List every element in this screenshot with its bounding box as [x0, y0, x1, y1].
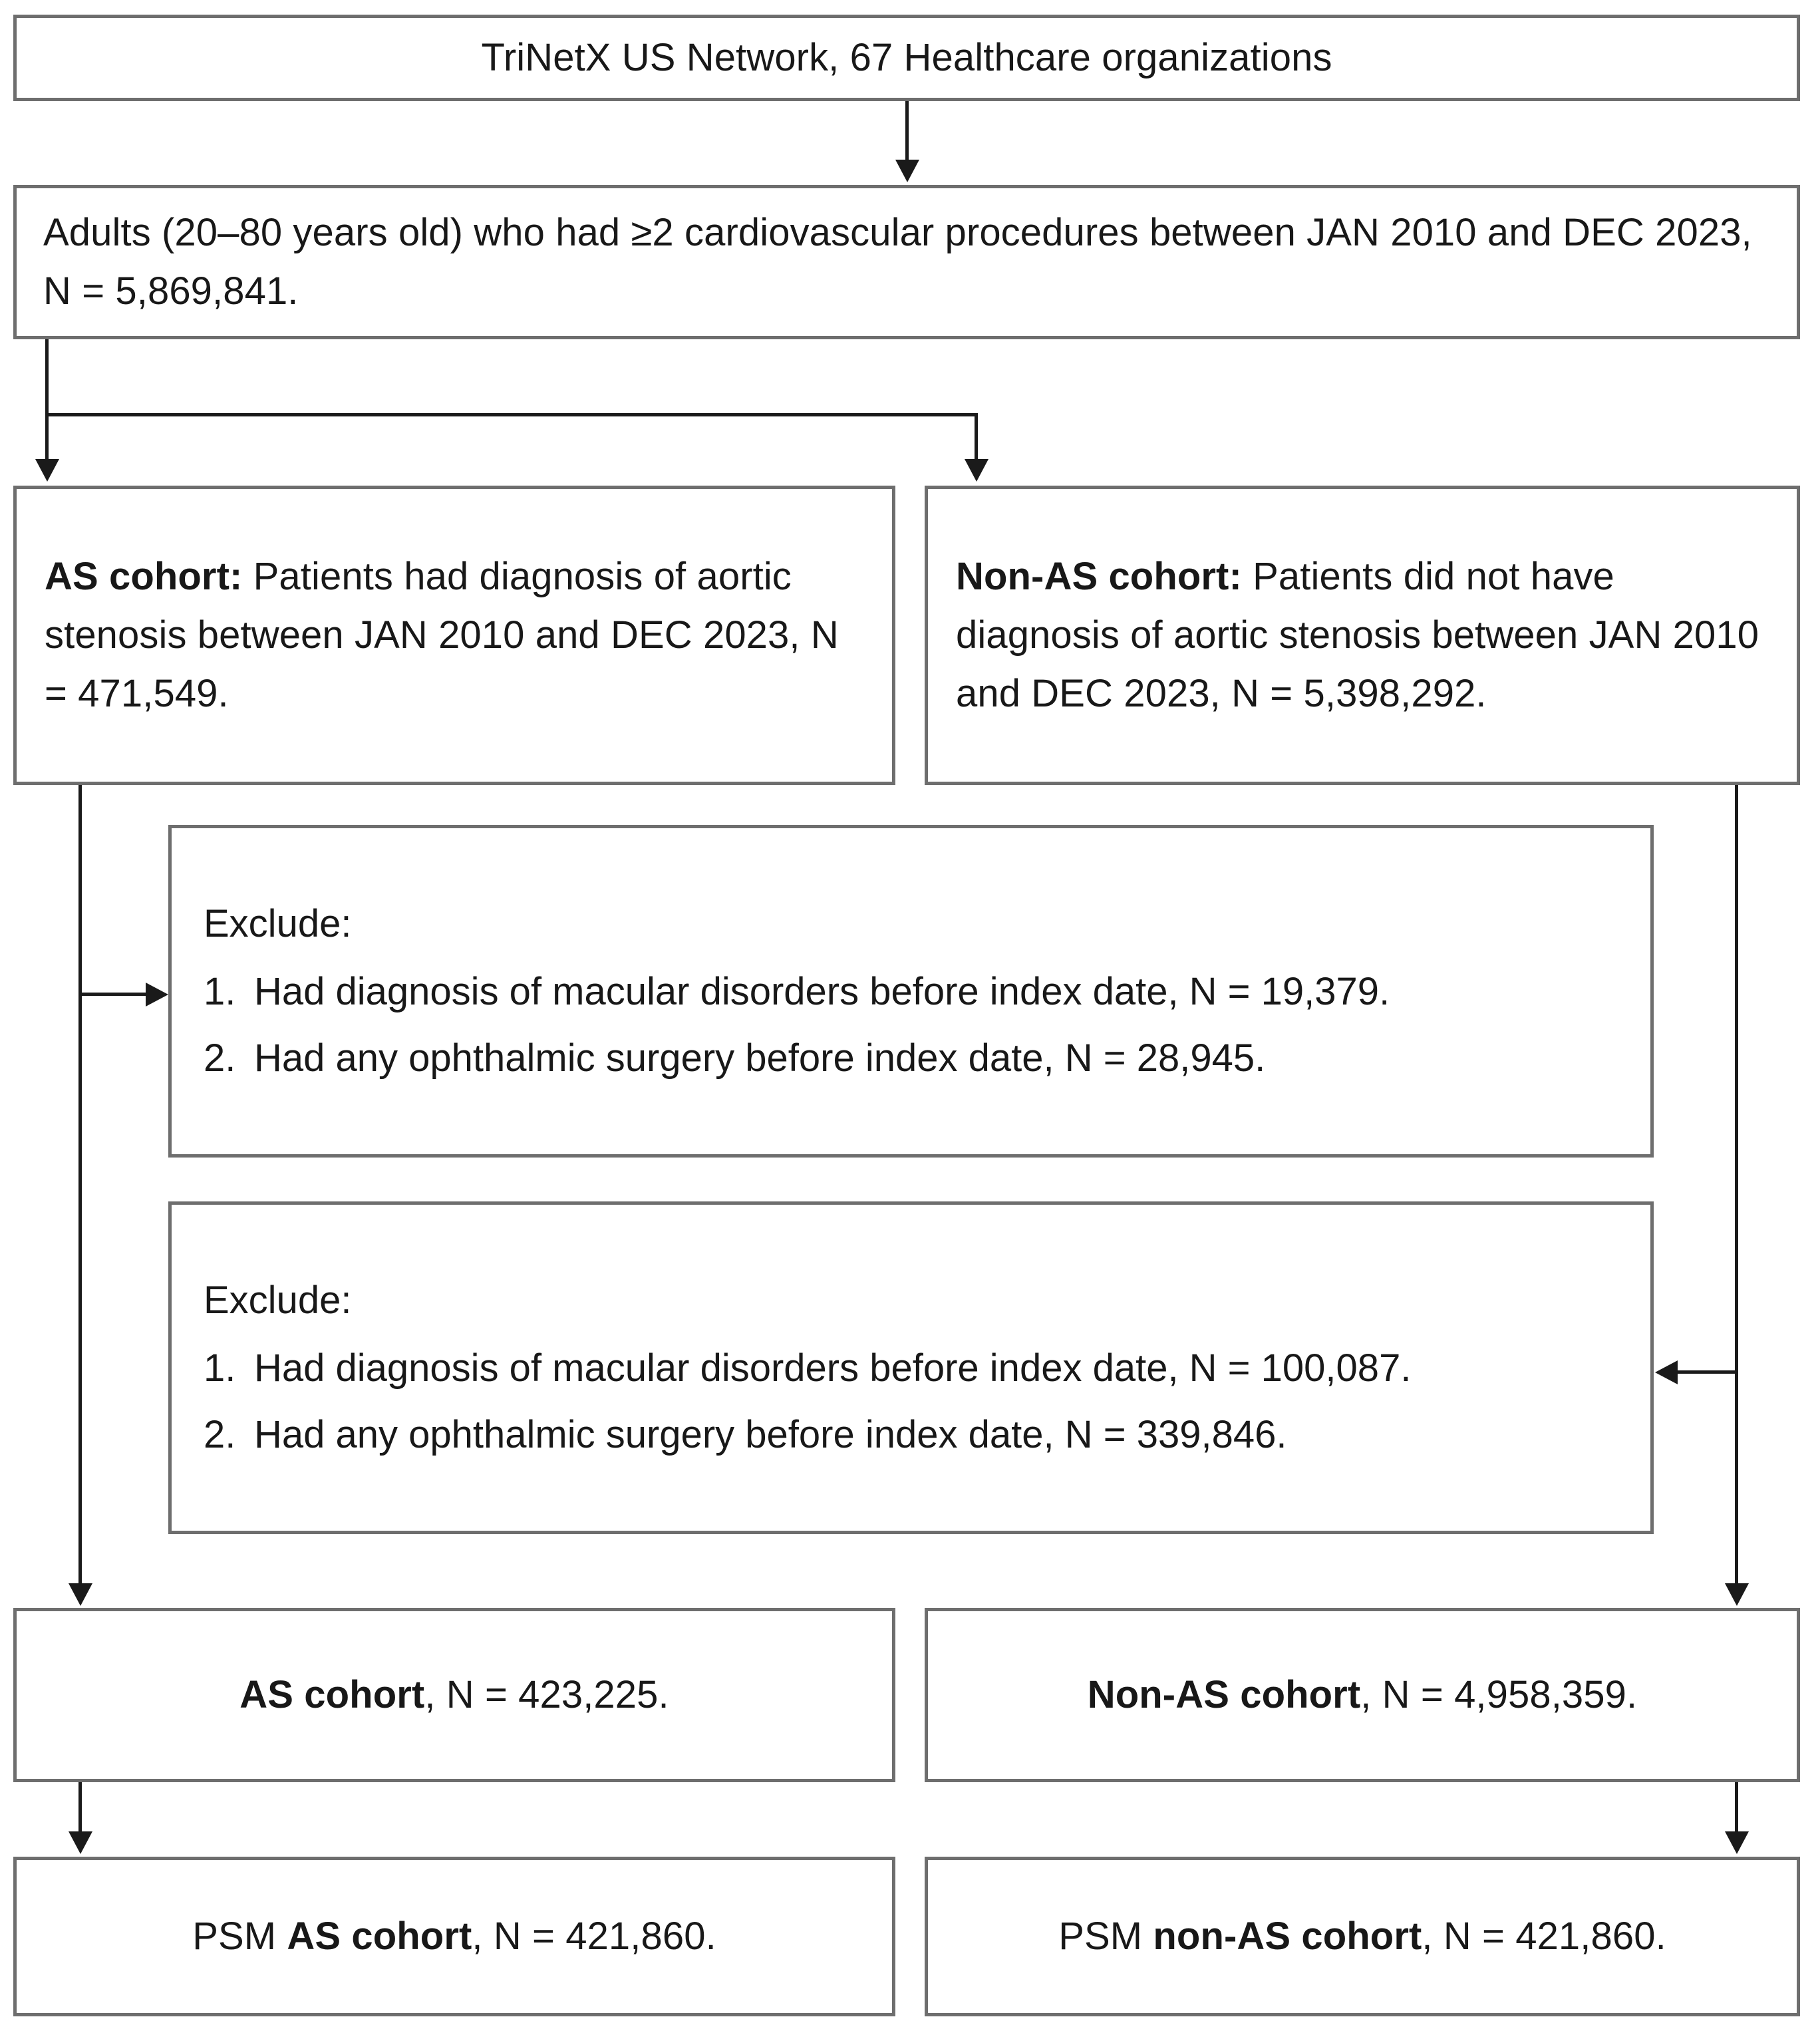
node-as-cohort-label: AS cohort:	[45, 554, 243, 598]
arrowhead-source-to-population	[895, 160, 919, 182]
node-nonas-cohort-description: Patients did not have diagnosis of aorti…	[956, 554, 1759, 716]
connector-source-to-population	[905, 101, 909, 162]
node-exclude-nonas: Exclude: 1. Had diagnosis of macular dis…	[168, 1201, 1654, 1534]
arrowhead-split-to-as	[35, 459, 59, 482]
node-psm-as-label: AS cohort	[287, 1914, 472, 1958]
node-nonas-final-label: Non-AS cohort	[1087, 1672, 1361, 1716]
connector-as-final-to-psm	[78, 1782, 82, 1834]
exclude-nonas-heading: Exclude:	[204, 1279, 352, 1322]
exclude-nonas-body: Exclude: 1. Had diagnosis of macular dis…	[204, 1281, 1618, 1454]
node-nonas-cohort: Non-AS cohort: Patients did not have dia…	[925, 486, 1800, 785]
connector-nonas-to-exclude-2	[1678, 1370, 1736, 1374]
node-population: Adults (20–80 years old) who had ≥2 card…	[13, 185, 1800, 339]
exclude-nonas-item-2-number: 2.	[204, 1413, 236, 1456]
node-psm-as-prefix: PSM	[192, 1914, 287, 1958]
node-psm-nonas-label: non-AS cohort	[1153, 1914, 1422, 1958]
connector-nonas-cohort-rail	[1735, 785, 1738, 1587]
connector-population-stem	[45, 339, 49, 460]
exclude-nonas-item-1-text: Had diagnosis of macular disorders befor…	[254, 1346, 1412, 1390]
node-as-cohort-description: Patients had diagnosis of aortic stenosi…	[45, 554, 839, 716]
node-source-text: TriNetX US Network, 67 Healthcare organi…	[481, 35, 1332, 79]
node-as-final-label: AS cohort	[239, 1672, 425, 1716]
connector-split-to-as	[45, 413, 49, 462]
node-as-final-text: AS cohort, N = 423,225.	[45, 1666, 864, 1724]
exclude-as-heading: Exclude:	[204, 902, 352, 945]
exclude-as-body: Exclude: 1. Had diagnosis of macular dis…	[204, 905, 1618, 1078]
node-nonas-cohort-text: Non-AS cohort: Patients did not have dia…	[956, 547, 1769, 723]
node-exclude-as: Exclude: 1. Had diagnosis of macular dis…	[168, 825, 1654, 1158]
node-nonas-final: Non-AS cohort, N = 4,958,359.	[925, 1608, 1800, 1782]
arrowhead-split-to-nonas	[965, 459, 988, 482]
node-nonas-cohort-label: Non-AS cohort:	[956, 554, 1242, 598]
arrowhead-nonas-to-exclude-2	[1655, 1360, 1678, 1384]
node-source: TriNetX US Network, 67 Healthcare organi…	[13, 15, 1800, 101]
exclude-as-item-2-number: 2.	[204, 1036, 236, 1080]
exclude-nonas-item-2-text: Had any ophthalmic surgery before index …	[254, 1413, 1287, 1456]
arrowhead-as-to-exclude-1	[146, 983, 168, 1007]
node-nonas-final-count: , N = 4,958,359.	[1360, 1672, 1638, 1716]
node-as-final: AS cohort, N = 423,225.	[13, 1608, 895, 1782]
node-psm-nonas-count: , N = 421,860.	[1422, 1914, 1666, 1958]
node-nonas-final-text: Non-AS cohort, N = 4,958,359.	[956, 1666, 1769, 1724]
exclude-nonas-item-1-number: 1.	[204, 1346, 236, 1390]
connector-nonas-final-to-psm	[1735, 1782, 1738, 1834]
connector-population-split-horizontal	[45, 413, 978, 416]
arrowhead-as-rail-to-final	[69, 1583, 92, 1606]
node-as-cohort: AS cohort: Patients had diagnosis of aor…	[13, 486, 895, 785]
connector-as-to-exclude-1	[78, 993, 146, 996]
exclude-as-item-1: 1. Had diagnosis of macular disorders be…	[204, 973, 1618, 1011]
node-psm-nonas: PSM non-AS cohort, N = 421,860.	[925, 1857, 1800, 2016]
node-psm-nonas-prefix: PSM	[1058, 1914, 1153, 1958]
node-as-final-count: , N = 423,225.	[424, 1672, 669, 1716]
node-psm-as-count: , N = 421,860.	[472, 1914, 716, 1958]
exclude-nonas-item-1: 1. Had diagnosis of macular disorders be…	[204, 1349, 1618, 1388]
arrowhead-nonas-final-to-psm	[1725, 1831, 1749, 1854]
arrowhead-nonas-rail-to-final	[1725, 1583, 1749, 1606]
node-population-text: Adults (20–80 years old) who had ≥2 card…	[43, 210, 1752, 313]
connector-split-to-nonas	[975, 413, 978, 462]
node-as-cohort-text: AS cohort: Patients had diagnosis of aor…	[45, 547, 864, 723]
exclude-as-item-1-number: 1.	[204, 970, 236, 1013]
arrowhead-as-final-to-psm	[69, 1831, 92, 1854]
node-psm-as: PSM AS cohort, N = 421,860.	[13, 1857, 895, 2016]
node-psm-as-text: PSM AS cohort, N = 421,860.	[45, 1907, 864, 1966]
exclude-as-item-1-text: Had diagnosis of macular disorders befor…	[254, 970, 1390, 1013]
connector-as-cohort-rail	[78, 785, 82, 1587]
exclude-nonas-item-2: 2. Had any ophthalmic surgery before ind…	[204, 1416, 1618, 1454]
node-psm-nonas-text: PSM non-AS cohort, N = 421,860.	[956, 1907, 1769, 1966]
exclude-as-item-2: 2. Had any ophthalmic surgery before ind…	[204, 1039, 1618, 1078]
exclude-as-item-2-text: Had any ophthalmic surgery before index …	[254, 1036, 1266, 1080]
